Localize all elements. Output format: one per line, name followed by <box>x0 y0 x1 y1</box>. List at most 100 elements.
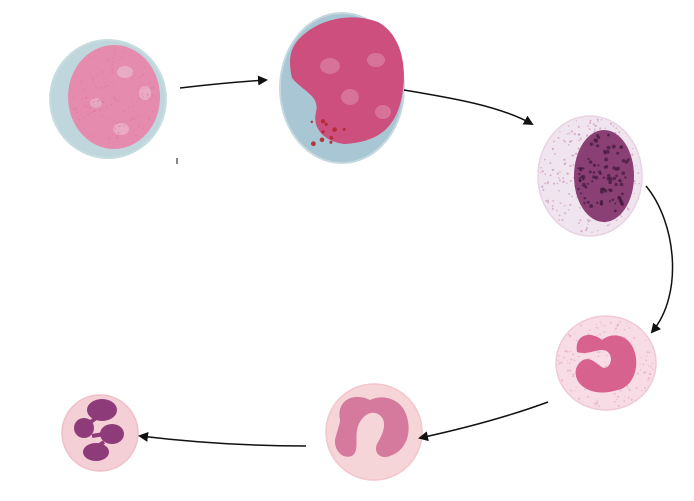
stage-1-chromatin-dot <box>82 98 84 100</box>
stage-3-chromatin-dot <box>594 175 599 180</box>
stage-1-chromatin-dot <box>73 108 76 111</box>
stage-3-chromatin-dot <box>612 176 617 181</box>
stage-2-granules <box>310 119 346 147</box>
stage-4-granule <box>566 369 570 372</box>
stage-3-granule <box>558 189 560 192</box>
stage-4-granule <box>616 398 618 401</box>
stage-3-granule <box>594 128 596 130</box>
stage-2-cell <box>279 12 405 164</box>
stage-1-chromatin-dot <box>106 58 108 61</box>
stage-4-granule <box>596 400 599 403</box>
stage-3-granule <box>559 171 561 173</box>
stage-3-chromatin-dot <box>593 138 597 142</box>
stage-3-granule <box>570 130 573 133</box>
stage-1-chromatin-dot <box>118 125 121 128</box>
stage-4-granule <box>587 395 590 398</box>
stage-3-chromatin-dot <box>607 133 610 137</box>
stage-3-granule <box>589 121 592 125</box>
stage-3-granule <box>564 162 567 164</box>
stage-3-chromatin-dot <box>599 202 604 206</box>
stage-3-chromatin-dot <box>605 149 610 154</box>
stage-4-granule <box>599 321 602 323</box>
stage-4-granule <box>572 375 575 377</box>
stage-2-granule <box>320 119 326 124</box>
stage-1-texture <box>73 50 157 140</box>
stage-3-granule <box>564 204 566 207</box>
stage-3-granule <box>545 200 548 202</box>
stage-3-chromatin-dot <box>608 180 613 185</box>
stage-1-chromatin-dot <box>113 107 116 109</box>
stage-4-granule <box>617 395 620 398</box>
stage-1-chromatin-dot <box>105 118 108 120</box>
stage-4-granule <box>595 326 597 329</box>
stage-1-chromatin-dot <box>150 100 152 103</box>
stage-1-chromatin-dot <box>95 86 98 89</box>
stage-3-granule <box>556 182 559 185</box>
stage-3-chromatin-dot <box>606 145 611 150</box>
stage-3-chromatin-dot <box>577 187 580 191</box>
stage-1-chromatin-dot <box>86 83 88 86</box>
stage-4-granule <box>631 340 633 343</box>
stage-4-granule <box>652 368 654 371</box>
arrow-2-to-3 <box>403 89 534 125</box>
stage-1-chromatin-dot <box>134 134 137 137</box>
stage-2-granule <box>319 137 325 143</box>
stage-1-chromatin-dot <box>131 98 133 100</box>
stage-3-chromatin-dot <box>627 158 630 162</box>
stage-3-granule <box>585 229 588 232</box>
stage-3-granule <box>609 122 613 125</box>
arrow-1-to-2 <box>179 75 268 89</box>
stage-1-chromatin-dot <box>111 71 114 74</box>
stage-4-granule <box>597 355 600 358</box>
stage-3-granule <box>566 172 569 175</box>
stage-4-granule <box>570 389 573 392</box>
stage-3-chromatin-dot <box>619 145 624 149</box>
stage-3-granule <box>615 127 618 130</box>
stage-4-granule <box>647 377 650 379</box>
stage-1-chromatin-dot <box>116 122 118 124</box>
stage-1-chromatin-dot <box>152 86 155 89</box>
stage-4-granule <box>561 379 564 382</box>
stage-3-granule <box>575 120 578 122</box>
stage-3-chromatin-dot <box>578 177 582 180</box>
stage-4-cytoplasm <box>555 315 657 411</box>
stage-3-chromatin-dot <box>624 176 627 179</box>
stage-3-chromatin-dot <box>586 200 590 204</box>
stage-1-chromatin-dot <box>110 103 113 106</box>
stage-4-granule <box>619 321 621 323</box>
stage-1-chromatin-dot <box>135 117 138 119</box>
stage-3-granule <box>633 192 636 195</box>
stage-1-chromatin-dot <box>90 73 92 75</box>
stage-1-chromatin-dot <box>148 81 151 84</box>
stage-4-granule <box>574 390 576 392</box>
stage-3-granule <box>552 182 556 185</box>
stage-6-nucleus-lobe <box>87 399 117 421</box>
stage-1-chromatin-dot <box>77 76 79 78</box>
stage-3-granule <box>588 128 591 131</box>
stage-3-granule <box>595 124 598 127</box>
stage-1-chromatin-dot <box>117 131 120 134</box>
stage-1-chromatin-dot <box>93 54 96 57</box>
stage-1-nucleolus <box>117 66 133 78</box>
stage-4-granule <box>575 339 578 342</box>
stage-4-granule <box>609 321 612 324</box>
stage-3-granule <box>552 200 555 202</box>
stage-1-chromatin-dot <box>98 59 100 61</box>
stage-6-nucleus-lobe <box>83 443 109 461</box>
stage-1-chromatin-dot <box>131 117 134 120</box>
stage-1-chromatin-dot <box>105 106 108 109</box>
stage-1-chromatin-dot <box>85 96 88 99</box>
stage-4-granule <box>578 355 580 358</box>
stage-3-chromatin-dot <box>592 163 596 167</box>
stage-3-granule <box>569 140 572 143</box>
stage-3-chromatin-dot <box>624 160 629 164</box>
stage-4-granule <box>604 365 607 368</box>
stage-1-chromatin-dot <box>87 113 90 116</box>
stage-3-granule <box>587 223 589 225</box>
stage-1-chromatin-dot <box>131 133 133 136</box>
stage-1-chromatin-dot <box>123 124 125 127</box>
stage-4-granule <box>650 373 652 376</box>
stage-4-granule <box>566 350 569 353</box>
stage-4-granule <box>567 333 570 336</box>
stage-4-granule <box>627 396 630 399</box>
